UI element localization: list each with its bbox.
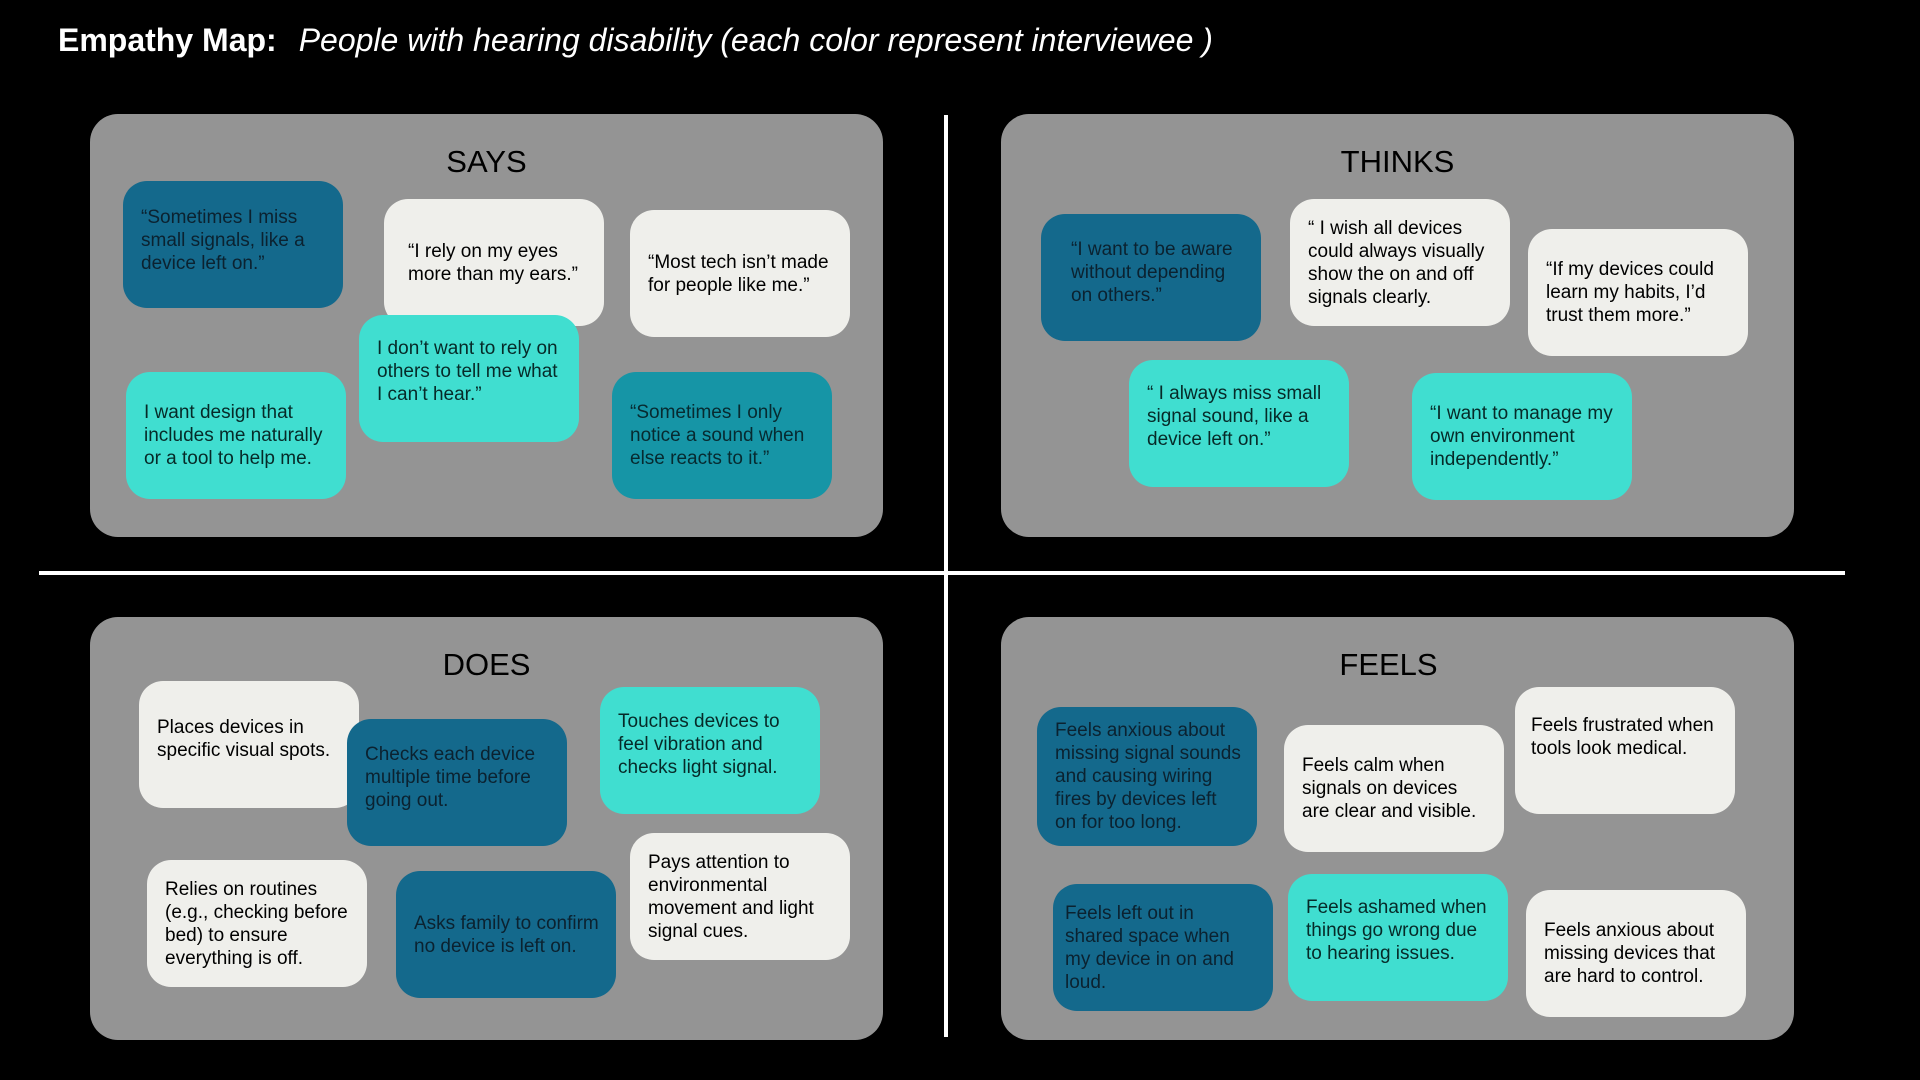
says-note-5: I want design that includes me naturally… — [126, 372, 346, 499]
says-title: SAYS — [446, 144, 527, 179]
thinks-note-2: “ I wish all devices could always visual… — [1290, 199, 1510, 326]
feels-note-3: Feels frustrated when tools look medical… — [1515, 687, 1735, 814]
thinks-quadrant: THINKS “I want to be aware without depen… — [1001, 114, 1794, 537]
says-quadrant: SAYS “Sometimes I miss small signals, li… — [90, 114, 883, 537]
page-title: Empathy Map: People with hearing disabili… — [58, 22, 1213, 59]
says-note-1: “Sometimes I miss small signals, like a … — [123, 181, 343, 308]
feels-quadrant: FEELS Feels anxious about missing signal… — [1001, 617, 1794, 1040]
title-label: Empathy Map: — [58, 22, 277, 58]
does-note-4: Relies on routines (e.g., checking befor… — [147, 860, 367, 987]
vertical-divider — [944, 115, 948, 1037]
thinks-note-3: “If my devices could learn my habits, I’… — [1528, 229, 1748, 356]
says-note-4: I don’t want to rely on others to tell m… — [359, 315, 579, 442]
feels-note-4: Feels left out in shared space when my d… — [1053, 884, 1273, 1011]
does-note-2: Checks each device multiple time before … — [347, 719, 567, 846]
feels-note-2: Feels calm when signals on devices are c… — [1284, 725, 1504, 852]
feels-note-5: Feels ashamed when things go wrong due t… — [1288, 874, 1508, 1001]
says-note-2: “I rely on my eyes more than my ears.” — [384, 199, 604, 326]
says-note-3: “Most tech isn’t made for people like me… — [630, 210, 850, 337]
thinks-note-1: “I want to be aware without depending on… — [1041, 214, 1261, 341]
does-note-6: Pays attention to environmental movement… — [630, 833, 850, 960]
feels-title: FEELS — [1339, 647, 1438, 682]
does-quadrant: DOES Places devices in specific visual s… — [90, 617, 883, 1040]
thinks-title: THINKS — [1340, 144, 1455, 179]
thinks-note-4: “ I always miss small signal sound, like… — [1129, 360, 1349, 487]
horizontal-divider — [39, 571, 1845, 575]
does-note-3: Touches devices to feel vibration and ch… — [600, 687, 820, 814]
feels-note-6: Feels anxious about missing devices that… — [1526, 890, 1746, 1017]
does-note-1: Places devices in specific visual spots. — [139, 681, 359, 808]
does-title: DOES — [442, 647, 531, 682]
feels-note-1: Feels anxious about missing signal sound… — [1037, 707, 1257, 846]
thinks-note-5: “I want to manage my own environment ind… — [1412, 373, 1632, 500]
does-note-5: Asks family to confirm no device is left… — [396, 871, 616, 998]
says-note-6: “Sometimes I only notice a sound when el… — [612, 372, 832, 499]
title-subtitle: People with hearing disability (each col… — [298, 22, 1213, 58]
